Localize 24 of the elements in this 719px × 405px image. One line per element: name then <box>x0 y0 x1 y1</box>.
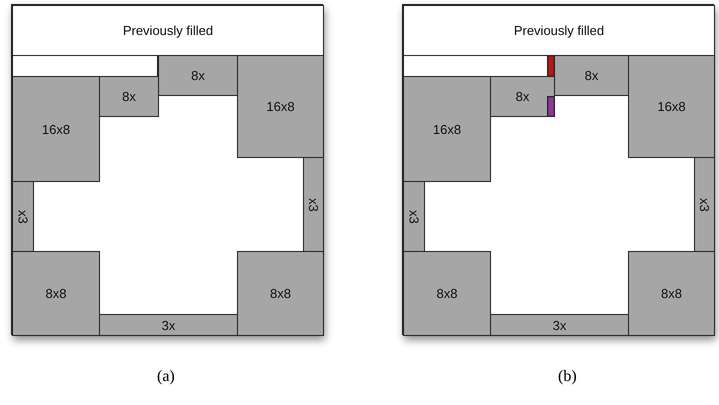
block: 16x8 <box>628 55 715 158</box>
block: 8x <box>554 55 629 96</box>
block: 8x8 <box>403 251 491 336</box>
block: 8x8 <box>12 251 100 336</box>
panel-caption: (b) <box>558 368 577 386</box>
block: 16x8 <box>403 76 491 182</box>
panel-caption: (a) <box>157 368 175 386</box>
marker-bar <box>547 96 555 117</box>
block: 16x8 <box>12 76 100 182</box>
empty-block <box>12 55 158 77</box>
block: 8x8 <box>237 251 324 336</box>
block: 3x <box>490 314 629 336</box>
header-block: Previously filled <box>12 5 324 56</box>
block: 8x <box>158 55 238 96</box>
block: x3 <box>403 181 425 252</box>
block: 3x <box>99 314 238 336</box>
block: 8x8 <box>628 251 715 336</box>
block: 8x <box>99 76 159 117</box>
block: x3 <box>12 181 34 252</box>
block: 16x8 <box>237 55 324 158</box>
block: 8x <box>490 76 555 117</box>
block: x3 <box>694 157 715 252</box>
block: x3 <box>303 157 324 252</box>
header-block: Previously filled <box>403 5 715 56</box>
